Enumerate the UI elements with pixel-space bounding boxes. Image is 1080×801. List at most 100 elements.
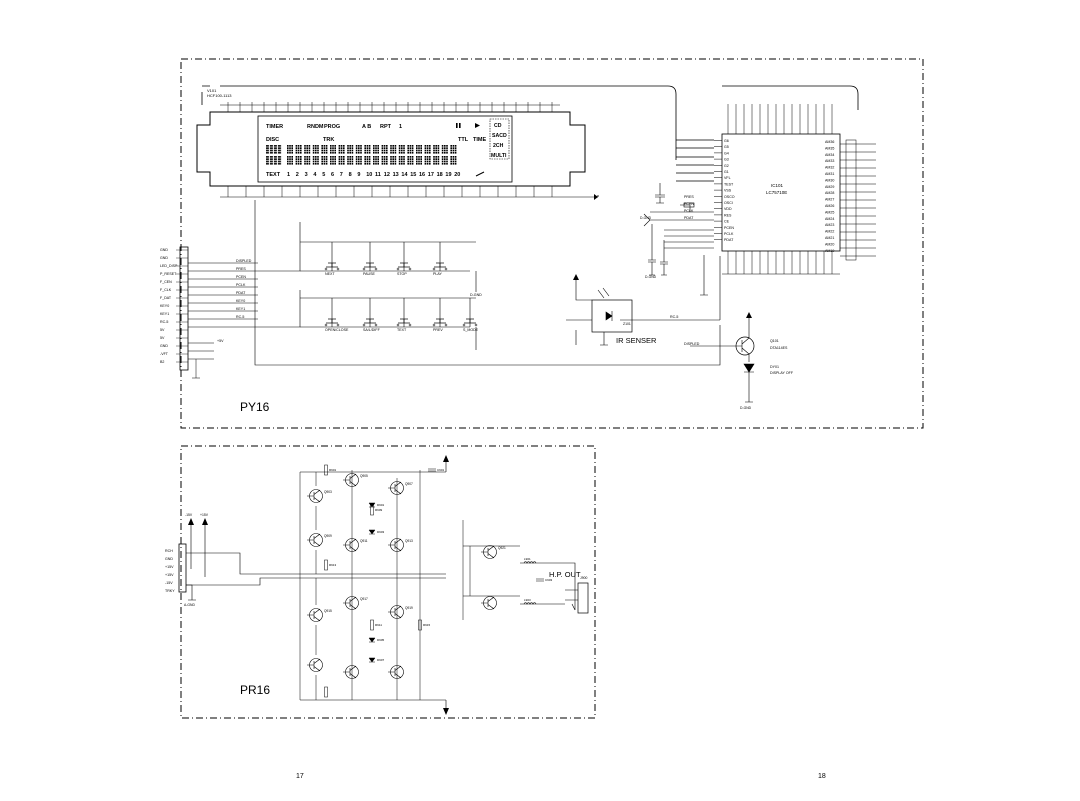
vfd-char-cell [347, 145, 354, 154]
transistor-ref-7: Q913 [405, 539, 413, 543]
pr16-board-outline [180, 445, 596, 719]
resistor-symbol [324, 686, 328, 698]
pr16-rail-arrow-top-icon [443, 455, 449, 462]
signal-label-pcen-right: PCEN [684, 202, 694, 206]
vfd-part: HCF100-1113 [207, 93, 232, 98]
vfd-char-cell [270, 145, 274, 165]
signal-label-rc5-right: RC-5 [670, 315, 678, 319]
transistor-ref-3: Q905 [360, 474, 368, 478]
signal-label-pclk-right: PCLK [684, 209, 694, 213]
vfd-char-cell [312, 145, 319, 154]
vfd-legend-trk: TRK [323, 137, 334, 143]
vfd-arrow-icon [475, 171, 485, 177]
diode-ref-19: D907 [377, 658, 385, 662]
mcu-pin-am35: AM35 [825, 146, 834, 150]
vfd-char-cell [287, 145, 293, 154]
pr16-rail-arrow-bottom-icon [443, 708, 449, 715]
vfd-legend-ttl: TTL [458, 137, 469, 143]
diode-symbol: D903 [368, 529, 385, 535]
connector-wires [188, 262, 258, 379]
vfd-char-cell [347, 156, 354, 165]
mcu-pin-osci: OSCI [724, 201, 733, 205]
led-transistor-part: DTA114ES [770, 346, 788, 350]
vfd-digit-18: 18 [437, 172, 443, 178]
vfd-character-matrices [266, 145, 457, 165]
mcu-support-labels: D-GND D-GND [640, 216, 657, 279]
pr16-pin-4: -15V [165, 581, 173, 585]
switch-prev: PREV [432, 318, 448, 332]
connector-pin-1: GND [160, 256, 168, 260]
transistor-symbol: Q921 [481, 545, 506, 559]
vfd-char-cell [364, 145, 371, 154]
ir-sensor-ref: Z101 [623, 322, 631, 326]
switch-s-mode-label: S_MODE [463, 328, 479, 332]
switch-ground-label: D-GND [470, 293, 482, 297]
mcu-pin-am30: AM30 [825, 178, 834, 182]
switch-pause: PAUSE [362, 262, 378, 276]
vfd-digit-14: 14 [401, 172, 408, 178]
resistor-symbol: R915 [418, 619, 431, 631]
mcu-pin-am28: AM28 [825, 191, 834, 195]
transistor-symbol: Q915 [307, 608, 332, 622]
led-driver: Q101 DTA114ES DY01 DISPLAY OFF D-GND [690, 312, 794, 410]
vfd-play-icon [475, 123, 480, 128]
led-transistor-ref: Q101 [770, 339, 779, 343]
mcu-right-pin-labels: AM36AM35AM34AM33AM32AM31AM30AM29AM28AM27… [825, 140, 834, 253]
mcu-pin-am19: AM19 [825, 249, 834, 253]
switch-play: PLAY [432, 262, 448, 276]
vfd-top-pins [220, 102, 560, 112]
hp-out-label: H.P. OUT [549, 570, 581, 579]
vfd-char-cell [295, 156, 302, 165]
vfd-char-cell [312, 156, 319, 165]
signal-label-0: DISPLED [236, 259, 252, 263]
transistor-ref-2: Q903 [324, 490, 332, 494]
mcu-pin-am36: AM36 [825, 140, 834, 144]
vfd-legend-rndm: RNDM [307, 124, 324, 130]
capacitor-symbol: C901 [428, 468, 445, 472]
vfd-digit-8: 8 [349, 172, 352, 178]
connector-pin-4: F_CEN [160, 280, 172, 284]
diode-ref-18: D905 [377, 638, 385, 642]
diode-symbol: D905 [368, 637, 385, 643]
vfd-char-cell [416, 145, 422, 154]
mcu-pin-g4: G4 [724, 151, 729, 155]
mcu-pin-am21: AM21 [825, 236, 834, 240]
vfd-char-cell [398, 156, 405, 165]
pr16-supply-neg: -15V [185, 513, 193, 517]
signal-labels: DISPLEDPRESPCENPCLKPDATKEY0KEY1RC-5+5VDI… [217, 195, 700, 346]
vfd-char-cell [373, 156, 379, 165]
vfd-char-cell [441, 156, 448, 165]
vfd-legend-ab: A B [362, 124, 371, 130]
transistor-symbol: Q919 [388, 605, 413, 619]
transistor-ref-6: Q911 [360, 539, 368, 543]
inductor-ref-23: L903 [524, 598, 531, 602]
vfd-char-cell [424, 156, 431, 165]
vfd-digit-7: 7 [340, 172, 343, 178]
vfd-legend-1: 1 [399, 124, 402, 130]
connector-pin-3: P_RESET [160, 272, 177, 276]
transistor-ref-8: Q915 [324, 609, 332, 613]
signal-label-4: PDAT [236, 291, 246, 295]
vfd-char-cell [338, 156, 345, 165]
transistor-ref-4: Q907 [405, 482, 413, 486]
switch-next-label: NEXT [325, 272, 335, 276]
vfd-outline [196, 111, 586, 187]
page-number-right: 18 [818, 773, 826, 780]
switch-s-mode: S_MODE [462, 318, 479, 332]
py16-board-name: PY16 [240, 400, 270, 414]
mcu-pin-osco: OSCO [724, 195, 735, 199]
mcu-part: LC75710E [766, 190, 787, 195]
mcu-ref: IC101 [771, 183, 784, 188]
mcu-pin-g3: G3 [724, 158, 729, 162]
capacitor-ref-21: C903 [545, 578, 553, 582]
diode-symbol: D901 [368, 502, 385, 508]
pr16-pin-3: +15V [165, 573, 174, 577]
vfd-digit-19: 19 [445, 172, 451, 178]
transistor-symbol: Q913 [388, 538, 413, 552]
switch-text: TEXT [396, 318, 412, 332]
vfd-char-cell [330, 156, 336, 165]
